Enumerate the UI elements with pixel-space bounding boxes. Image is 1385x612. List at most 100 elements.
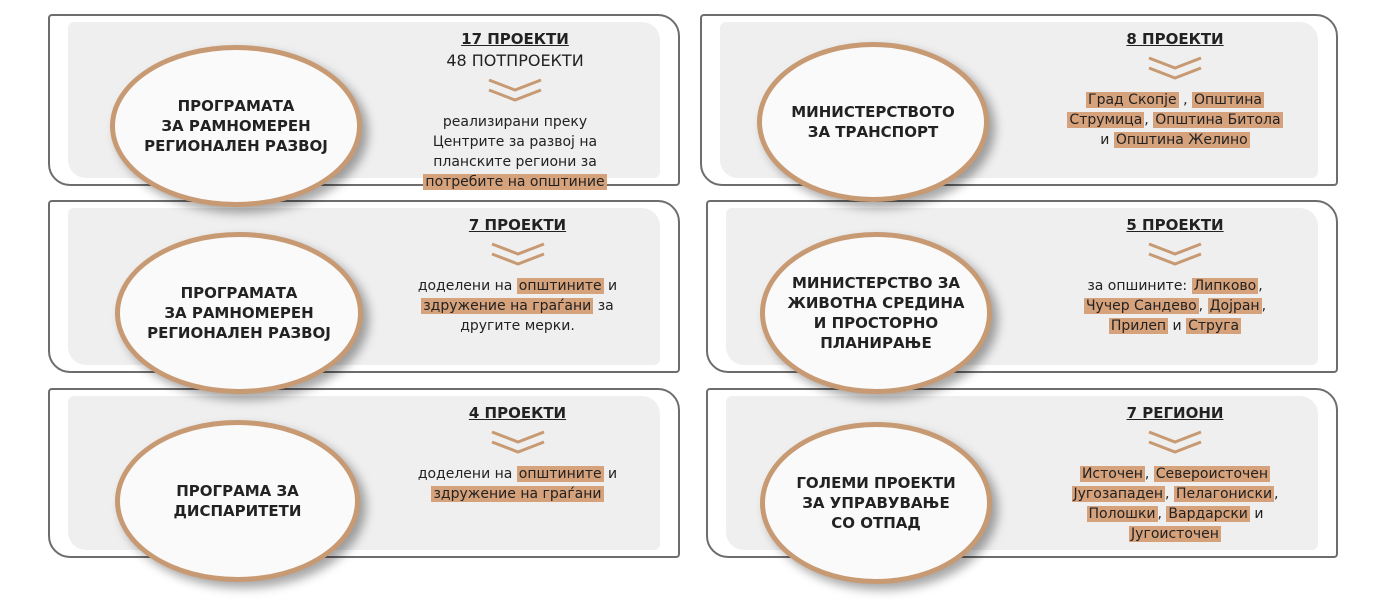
detail-text: , <box>1165 486 1174 502</box>
project-count: 5 ПРОЕКТИ <box>1126 216 1224 234</box>
detail-line: Југозападен, Пелагониски, <box>1030 484 1320 504</box>
detail-text: , <box>1261 298 1267 314</box>
highlighted-text: Општина Желино <box>1113 132 1250 148</box>
detail-text: другите мерки. <box>460 318 575 334</box>
project-count: 7 ПРОЕКТИ <box>468 216 567 234</box>
program-title-line: ПЛАНИРАЊЕ <box>820 334 932 352</box>
program-title-line: ЖИВОТНА СРЕДИНА <box>787 294 965 312</box>
detail-line: доделени на општините и <box>385 276 650 296</box>
detail-line: Центрите за развој на <box>390 132 640 152</box>
double-chevron-down-icon <box>1148 56 1202 80</box>
program-title-line: ЗА РАМНОМЕРЕН <box>161 117 311 135</box>
program-title-line: МИНИСТЕРСТВОТО <box>791 103 955 121</box>
program-title-line: МИНИСТЕРСТВО ЗА <box>792 274 960 292</box>
detail-line: Источен, Североисточен <box>1030 464 1320 484</box>
highlighted-text: општините <box>516 278 604 294</box>
detail-line: Полошки, Вардарски и <box>1030 504 1320 524</box>
detail-line: Прилеп и Струга <box>1030 316 1320 336</box>
project-count: 17 ПРОЕКТИ <box>461 30 569 48</box>
detail-text: , <box>1258 278 1263 294</box>
highlighted-text: Липково <box>1191 278 1259 294</box>
detail-line: доделени на општините и <box>385 464 650 484</box>
highlighted-text: Чучер Сандево <box>1083 298 1199 314</box>
detail-text: , <box>1274 486 1279 502</box>
detail-text: , <box>1157 506 1167 522</box>
program-title-line: ПРОГРАМАТА <box>180 284 298 302</box>
subproject-count: 48 ПОТПРОЕКТИ <box>446 51 584 70</box>
program-title-ellipse: ПРОГРАМА ЗА ДИСПАРИТЕТИ <box>115 420 360 582</box>
detail-text: планските региони за <box>433 154 597 170</box>
highlighted-text: општините <box>516 466 604 482</box>
detail-line: и Општина Желино <box>1030 130 1320 150</box>
detail-text: за опшините: <box>1087 278 1192 294</box>
detail-text: Центрите за развој на <box>432 134 598 150</box>
double-chevron-down-icon <box>1148 242 1202 266</box>
detail-text: и <box>1249 506 1264 522</box>
highlighted-text: Дојран <box>1207 298 1262 314</box>
detail-text: реализирани преку <box>442 114 588 130</box>
highlighted-text: Североисточен <box>1153 466 1271 482</box>
highlighted-text: Струмица <box>1067 112 1145 128</box>
detail-line: Чучер Сандево, Дојран, <box>1030 296 1320 316</box>
detail-text: за <box>593 298 614 314</box>
program-title-line: ПРОГРАМА ЗА <box>176 482 299 500</box>
highlighted-text: здружение на граѓани <box>431 486 604 502</box>
program-title-line: ДИСПАРИТЕТИ <box>173 502 302 520</box>
detail-line: планските региони за <box>390 152 640 172</box>
detail-line: потребите на општиние <box>390 172 640 192</box>
highlighted-text: Вардарски <box>1166 506 1250 522</box>
detail-text: , <box>1178 92 1192 108</box>
highlighted-text: здружение на граѓани <box>421 298 594 314</box>
detail-line: другите мерки. <box>385 316 650 336</box>
highlighted-text: Пелагониски <box>1173 486 1275 502</box>
detail-text: и <box>603 278 618 294</box>
detail-text: доделени на <box>417 466 517 482</box>
project-count: 7 РЕГИОНИ <box>1126 404 1224 422</box>
program-title-line: ПРОГРАМАТА <box>177 97 295 115</box>
detail-text: , <box>1144 466 1154 482</box>
highlighted-text: Општина Битола <box>1153 112 1283 128</box>
program-title-ellipse: МИНИСТЕРСТВОТО ЗА ТРАНСПОРТ <box>757 42 989 202</box>
detail-line: здружение на граѓани за <box>385 296 650 316</box>
program-title-line: ЗА РАМНОМЕРЕН <box>164 304 314 322</box>
program-title-line: И ПРОСТОРНО <box>813 314 939 332</box>
highlighted-text: Југоисточен <box>1129 526 1221 542</box>
project-count: 4 ПРОЕКТИ <box>468 404 567 422</box>
highlighted-text: Полошки <box>1086 506 1158 522</box>
detail-line: реализирани преку <box>390 112 640 132</box>
double-chevron-down-icon <box>490 430 545 454</box>
detail-text: и <box>603 466 618 482</box>
program-title-ellipse: ПРОГРАМАТА ЗА РАМНОМЕРЕН РЕГИОНАЛЕН РАЗВОЈ <box>110 45 362 207</box>
highlighted-text: Источен <box>1079 466 1145 482</box>
double-chevron-down-icon <box>490 242 545 266</box>
highlighted-text: Прилеп <box>1108 318 1169 334</box>
program-title-line: РЕГИОНАЛЕН РАЗВОЈ <box>144 137 328 155</box>
program-title-line: РЕГИОНАЛЕН РАЗВОЈ <box>147 324 331 342</box>
detail-line: Струмица, Општина Битола <box>1030 110 1320 130</box>
detail-text: и <box>1168 318 1187 334</box>
double-chevron-down-icon <box>1148 430 1202 454</box>
highlighted-text: потребите на општиние <box>423 174 607 190</box>
detail-text: доделени на <box>417 278 517 294</box>
highlighted-text: Град Скопје <box>1086 92 1179 108</box>
detail-line: за опшините: Липково, <box>1030 276 1320 296</box>
project-count: 8 ПРОЕКТИ <box>1126 30 1224 48</box>
detail-text: и <box>1100 132 1114 148</box>
highlighted-text: Југозападен <box>1071 486 1166 502</box>
highlighted-text: Општина <box>1191 92 1264 108</box>
program-title-line: ЗА ТРАНСПОРТ <box>807 123 939 141</box>
detail-line: Град Скопје , Општина <box>1030 90 1320 110</box>
detail-line: Југоисточен <box>1030 524 1320 544</box>
double-chevron-down-icon <box>488 78 542 102</box>
detail-text: , <box>1144 112 1154 128</box>
program-title-line: СО ОТПАД <box>831 514 921 532</box>
program-title-ellipse: ПРОГРАМАТА ЗА РАМНОМЕРЕН РЕГИОНАЛЕН РАЗВОЈ <box>115 232 363 394</box>
detail-line: здружение на граѓани <box>385 484 650 504</box>
program-details: 4 ПРОЕКТИ доделени на општините и здружени… <box>385 402 650 504</box>
program-title-line: ГОЛЕМИ ПРОЕКТИ <box>796 474 956 492</box>
